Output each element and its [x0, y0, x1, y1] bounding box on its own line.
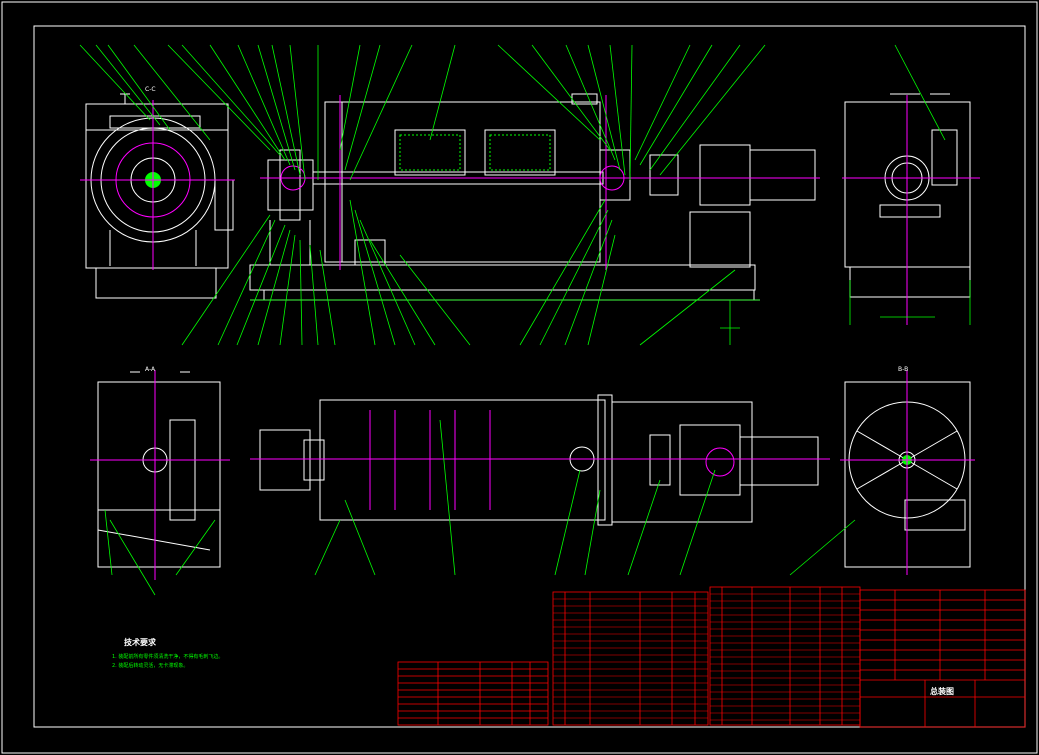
section-label-aa: A-A [145, 366, 156, 373]
tech-requirement-line: 1. 装配前所有零件须清洗干净，不得有毛刺飞边。 [112, 654, 224, 660]
view-section-aa [97, 371, 221, 568]
leader-lines [79, 44, 946, 596]
parts-list-middle [552, 591, 709, 726]
parts-list-left [397, 661, 549, 726]
tech-requirement-line: 2. 装配后转动灵活，无卡滞现象。 [112, 663, 189, 669]
section-label-cc: C-C [145, 86, 156, 93]
section-label-bb: B-B [898, 366, 909, 373]
parts-list-right [709, 586, 861, 726]
view-main-elevation [249, 93, 816, 301]
inner-border [33, 25, 1026, 728]
title-block [859, 589, 1026, 728]
title-block-drawing-name: 总装图 [930, 687, 954, 696]
tech-requirements-title: 技术要求 [124, 638, 156, 647]
